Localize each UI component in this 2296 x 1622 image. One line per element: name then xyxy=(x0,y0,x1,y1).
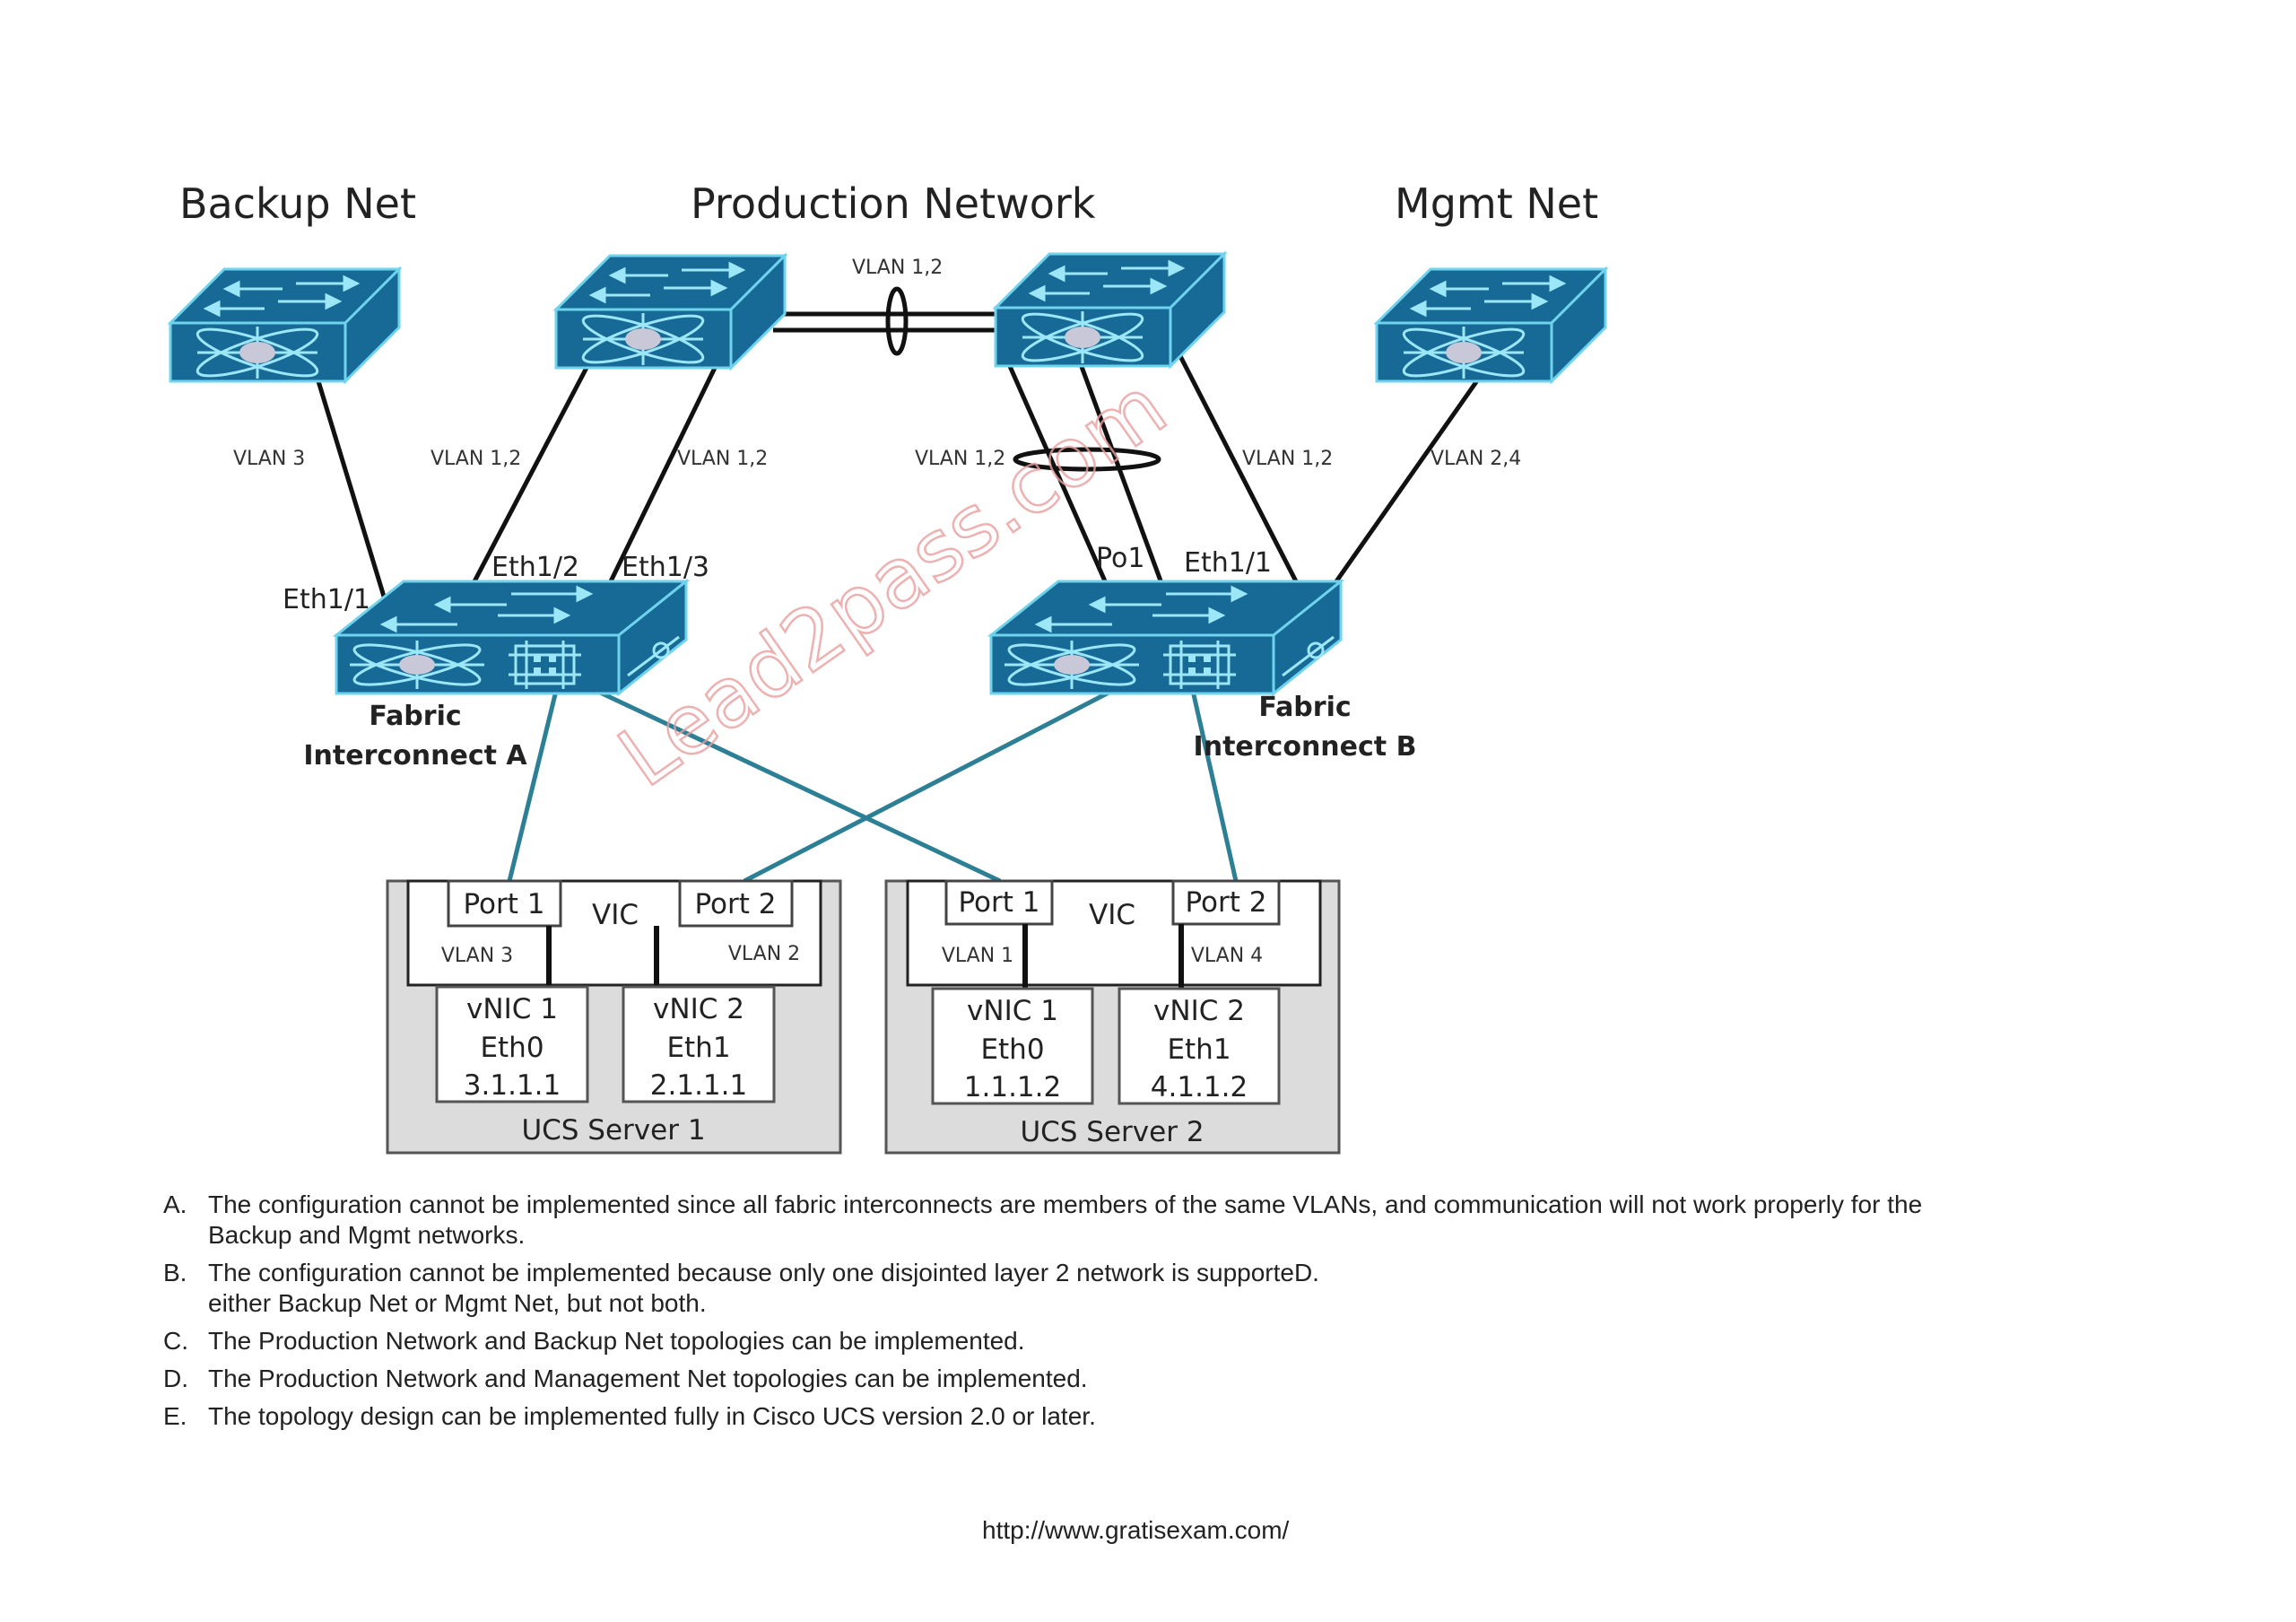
server2-vic-label: VIC xyxy=(1089,899,1135,931)
backup-net-switch xyxy=(169,267,401,387)
fi-b-port-po1: Po1 xyxy=(1096,543,1144,574)
fi-b-to-server1-port2-link xyxy=(743,688,1114,884)
fi-b-label-line2: Interconnect B xyxy=(1194,731,1417,763)
server2-name: UCS Server 2 xyxy=(1020,1116,1204,1148)
answer-options: A. The configuration cannot be implement… xyxy=(163,1190,2136,1439)
fi-a-to-server2-port1-link xyxy=(595,688,1002,884)
server1-vnic2-ip: 2.1.1.1 xyxy=(650,1069,747,1102)
fabric-interconnect-b xyxy=(989,580,1343,695)
server2-vlan-right: VLAN 4 xyxy=(1191,945,1263,967)
fabric-interconnect-a xyxy=(335,580,688,695)
server1-vnic2-name: vNIC 2 xyxy=(653,993,744,1025)
prod2-to-fi-b-po1-link-1 xyxy=(1006,362,1109,585)
answer-letter: C. xyxy=(163,1327,188,1355)
server1-vic-label: VIC xyxy=(592,899,639,931)
server2-vnic2-name: vNIC 2 xyxy=(1153,995,1245,1027)
server2-vlan-left: VLAN 1 xyxy=(942,945,1013,967)
answer-text: The Production Network and Management Ne… xyxy=(208,1365,1088,1392)
answer-letter: E. xyxy=(163,1402,187,1430)
production-switch-1 xyxy=(554,254,787,373)
port-channel-ring-top xyxy=(885,286,909,356)
answer-option-b[interactable]: B. The configuration cannot be implement… xyxy=(163,1258,2136,1319)
vlan-label-mgmt: VLAN 2,4 xyxy=(1431,448,1521,470)
server1-port2 xyxy=(678,879,794,928)
answer-text: The topology design can be implemented f… xyxy=(208,1402,1096,1430)
server1-vlan-right: VLAN 2 xyxy=(728,943,800,965)
network-topology-diagram: Backup Net Production Network Mgmt Net V… xyxy=(169,179,1607,1155)
vlan-label-prod-eth13: VLAN 1,2 xyxy=(677,448,768,470)
fi-a-label-line1: Fabric xyxy=(369,701,461,732)
fi-a-label-line2: Interconnect A xyxy=(303,740,527,772)
backup-net-title: Backup Net xyxy=(179,179,416,228)
footer-url[interactable]: http://www.gratisexam.com/ xyxy=(982,1516,1290,1544)
answer-option-d[interactable]: D. The Production Network and Management… xyxy=(163,1364,2136,1394)
fi-b-to-server2-port2-link xyxy=(1190,690,1239,882)
vlan-label-prod-eth12: VLAN 1,2 xyxy=(430,448,521,470)
answer-text: The configuration cannot be implemented … xyxy=(208,1259,1319,1286)
fi-b-port-eth11: Eth1/1 xyxy=(1184,547,1272,579)
production-network-title: Production Network xyxy=(691,179,1096,228)
server2-port2-label: Port 2 xyxy=(1185,886,1266,919)
backup-to-fi-a-link xyxy=(316,380,390,609)
prod1-to-fi-a-eth13-link xyxy=(607,364,718,585)
server2-vnic2-ip: 4.1.1.2 xyxy=(1151,1071,1248,1103)
server1-port2-label: Port 2 xyxy=(694,888,776,920)
server1-vnic2 xyxy=(622,985,776,1103)
vlan-label-inter-switch: VLAN 1,2 xyxy=(852,257,943,279)
answer-option-e[interactable]: E. The topology design can be implemente… xyxy=(163,1401,2136,1432)
mgmt-net-switch xyxy=(1375,267,1607,387)
server2-vnic2 xyxy=(1118,987,1281,1105)
mgmt-net-title: Mgmt Net xyxy=(1395,179,1598,228)
answer-letter: A. xyxy=(163,1190,187,1218)
server2-vnic1 xyxy=(931,987,1094,1105)
server1-vnic1-name: vNIC 1 xyxy=(466,993,558,1025)
fi-a-port-eth13: Eth1/3 xyxy=(622,552,709,583)
answer-letter: B. xyxy=(163,1259,187,1286)
server-cables xyxy=(507,688,1239,884)
server2-vnic2-iface: Eth1 xyxy=(1167,1033,1231,1066)
answer-text: The Production Network and Backup Net to… xyxy=(208,1327,1025,1355)
answer-letter: D. xyxy=(163,1365,188,1392)
vlan-label-backup: VLAN 3 xyxy=(233,448,305,470)
port-channel-ring-po1 xyxy=(1013,447,1161,472)
server2-vnic1-iface: Eth0 xyxy=(980,1033,1044,1066)
vlan-label-po1: VLAN 1,2 xyxy=(915,448,1005,470)
server1-vnic2-iface: Eth1 xyxy=(666,1032,730,1064)
vlan-label-fib-eth11: VLAN 1,2 xyxy=(1242,448,1333,470)
production-switch-2 xyxy=(994,252,1226,371)
server1-name: UCS Server 1 xyxy=(521,1114,705,1147)
answer-text: either Backup Net or Mgmt Net, but not b… xyxy=(208,1289,707,1317)
prod2-to-fi-b-eth11-link xyxy=(1177,353,1299,583)
fi-a-to-server1-port1-link xyxy=(507,690,559,882)
fi-b-label-line1: Fabric xyxy=(1258,692,1351,723)
server1-port1 xyxy=(447,879,562,928)
prod1-to-fi-a-eth12-link xyxy=(471,364,590,585)
answer-option-a[interactable]: A. The configuration cannot be implement… xyxy=(163,1190,2136,1251)
answer-text: The configuration cannot be implemented … xyxy=(208,1190,1923,1218)
answer-option-c[interactable]: C. The Production Network and Backup Net… xyxy=(163,1326,2136,1356)
ucs-server-1: Port 1 Port 2 VIC VLAN 3 VLAN 2 vNIC 1 E… xyxy=(386,879,842,1155)
fi-a-port-eth11: Eth1/1 xyxy=(283,584,370,615)
fi-a-port-eth12: Eth1/2 xyxy=(491,552,579,583)
server1-vnic1-ip: 3.1.1.1 xyxy=(464,1069,561,1102)
answer-text: Backup and Mgmt networks. xyxy=(208,1221,526,1249)
server2-port1-label: Port 1 xyxy=(958,886,1039,919)
server1-port1-label: Port 1 xyxy=(463,888,544,920)
server1-vnic1 xyxy=(435,985,589,1103)
server1-vnic1-iface: Eth0 xyxy=(480,1032,544,1064)
server1-vlan-left: VLAN 3 xyxy=(441,945,513,967)
server2-port2 xyxy=(1171,879,1281,926)
server2-port1 xyxy=(944,879,1054,926)
server2-vnic1-ip: 1.1.1.2 xyxy=(964,1071,1061,1103)
server2-vnic1-name: vNIC 1 xyxy=(967,995,1058,1027)
prod2-to-fi-b-po1-link-2 xyxy=(1078,363,1164,584)
ucs-server-2: Port 1 Port 2 VIC VLAN 1 VLAN 4 vNIC 1 E… xyxy=(884,879,1341,1155)
mgmt-to-fi-b-link xyxy=(1334,375,1483,583)
